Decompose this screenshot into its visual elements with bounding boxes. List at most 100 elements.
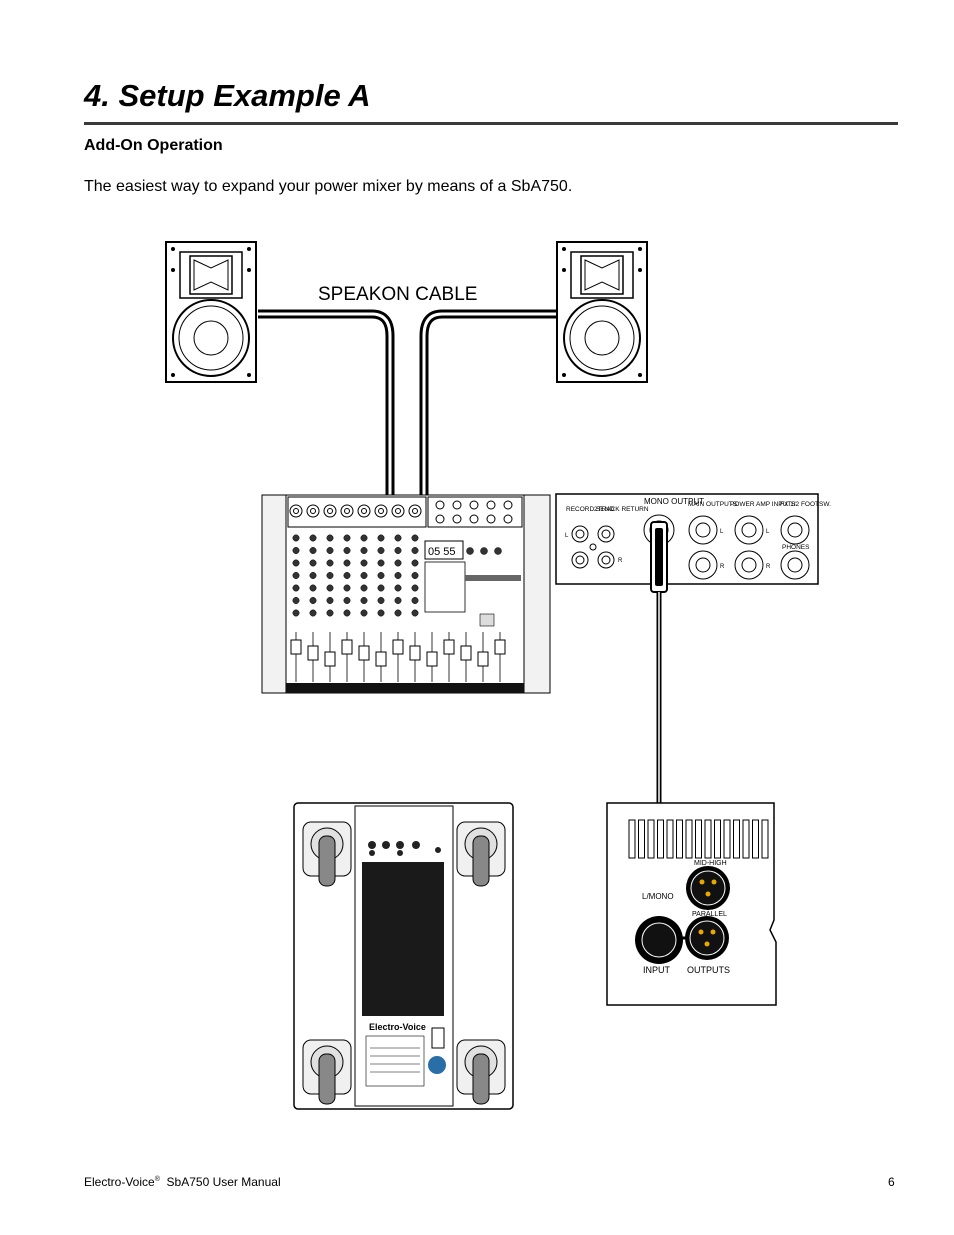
main-left-label: L xyxy=(720,529,724,535)
mixer-knob xyxy=(343,534,351,542)
mixer-knob xyxy=(292,572,300,579)
mixer-input-jack-pin xyxy=(310,508,316,514)
mixer-input-jack-pin xyxy=(378,508,384,514)
parallel-label: PARALLEL xyxy=(692,911,727,918)
mixer-fader-cap xyxy=(375,651,387,667)
mixer-input-jack xyxy=(374,504,388,518)
mixer-knob xyxy=(343,572,351,579)
mixer-fader-cap xyxy=(477,651,489,667)
outputs-label: OUTPUTS xyxy=(687,965,730,975)
mixer-input-jack-pin xyxy=(412,508,418,514)
sub-vent-slot xyxy=(761,819,769,859)
mixer-aux-jack xyxy=(435,514,445,524)
sub-vent-slot xyxy=(742,819,750,859)
sub-vent-slot xyxy=(676,819,683,859)
playback-return-label: 2TRACK RETURN xyxy=(594,506,649,513)
right-speaker xyxy=(556,241,648,383)
mixer-knob xyxy=(292,547,300,554)
mixer-aux-jack xyxy=(435,500,445,510)
mixer-fader-cap xyxy=(290,639,302,655)
setup-diagram: SPEAKON CABLE xyxy=(165,241,831,1110)
mixer-knob xyxy=(309,584,317,592)
footer-brand: Electro-Voice xyxy=(84,1175,155,1189)
mixer-input-jack xyxy=(340,504,354,518)
mixer-knob xyxy=(343,547,351,554)
mixer-knob xyxy=(360,559,368,567)
mixer-input-jack xyxy=(357,504,371,518)
mixer-knob xyxy=(377,597,385,604)
mixer-knob xyxy=(411,584,419,592)
mixer-aux-jack xyxy=(503,500,513,510)
mixer-knob xyxy=(377,547,385,554)
intro-paragraph: The easiest way to expand your power mix… xyxy=(84,178,573,195)
fx-footswitch-label: FX 1/2 FOOTSW. xyxy=(780,501,831,508)
mixer-knob xyxy=(377,609,385,617)
mixer-input-jack xyxy=(408,504,422,518)
mixer-fader-cap xyxy=(392,639,404,655)
mixer-input-jack-pin xyxy=(395,508,401,514)
mono-output-label: MONO OUTPUT xyxy=(644,497,704,506)
mixer-fader-cap xyxy=(307,645,319,661)
mixer-knob xyxy=(394,597,402,604)
page-number: 6 xyxy=(888,1175,895,1189)
mixer-knob xyxy=(309,547,317,554)
sub-vent-slot xyxy=(714,819,721,859)
mixer-fader-cap xyxy=(426,651,438,667)
subwoofer-panel-detail: MID-HIGH L/MONO PARALLEL INPUT OUTPUTS xyxy=(606,802,777,1006)
amp-right-label: R xyxy=(766,564,771,570)
sub-vent-slot xyxy=(638,819,645,859)
mixer-aux-jack xyxy=(486,514,496,524)
subwoofer-rear: Electro-Voice xyxy=(293,802,514,1110)
mixer-fader-cap xyxy=(341,639,353,655)
footer-manual-title: Electro-Voice® SbA750 User Manual xyxy=(84,1175,281,1189)
mixer-knob xyxy=(292,609,300,617)
mixer-aux-jack xyxy=(469,500,479,510)
mixer-knob xyxy=(360,534,368,542)
mixer-input-jack-pin xyxy=(344,508,350,514)
page-title: 4. Setup Example A xyxy=(84,78,371,113)
mixer-fader-cap xyxy=(409,645,421,661)
sub-vent-slot xyxy=(628,819,636,859)
mixer-knob xyxy=(360,609,368,617)
title-divider xyxy=(84,122,898,125)
sub-handle-grip xyxy=(318,835,336,887)
main-outputs-label: MAIN OUTPUTS xyxy=(688,501,738,508)
mixer-input-jack xyxy=(306,504,320,518)
mixer-knob xyxy=(411,572,419,579)
mixer-knob xyxy=(292,597,300,604)
mixer-knob xyxy=(411,597,419,604)
mixer-knob xyxy=(309,559,317,567)
mixer-input-jack-pin xyxy=(293,508,299,514)
mixer-aux-jack xyxy=(452,514,462,524)
mixer-knob xyxy=(394,559,402,567)
mixer-knob xyxy=(326,597,334,604)
footer-manual-name: SbA750 User Manual xyxy=(166,1175,281,1189)
mixer-knob xyxy=(343,609,351,617)
mixer-knob xyxy=(309,609,317,617)
mixer-knob xyxy=(292,534,300,542)
mixer-knob xyxy=(411,609,419,617)
mixer-knob xyxy=(343,559,351,567)
sub-vent-slot xyxy=(657,819,664,859)
mixer-knob xyxy=(326,547,334,554)
sub-vent-slot xyxy=(752,819,759,859)
mixer-fader-cap xyxy=(460,645,472,661)
mixer-knob xyxy=(326,572,334,579)
sub-vent-slot xyxy=(685,819,693,859)
sub-handle-grip xyxy=(472,835,490,887)
mixer-knob xyxy=(309,597,317,604)
mixer-knob xyxy=(292,559,300,567)
mixer-knob xyxy=(326,584,334,592)
mixer-knob xyxy=(394,547,402,554)
mixer-knob xyxy=(326,609,334,617)
rca-right-label: R xyxy=(618,558,623,564)
mixer-knob xyxy=(343,597,351,604)
input-label: INPUT xyxy=(643,965,671,975)
mixer-knob xyxy=(377,572,385,579)
sub-vent-slot xyxy=(723,819,731,859)
mixer-knob xyxy=(326,559,334,567)
sub-vent-slot xyxy=(704,819,712,859)
phones-label: PHONES xyxy=(782,544,810,551)
mixer-aux-jack xyxy=(503,514,513,524)
mixer-knob xyxy=(377,559,385,567)
